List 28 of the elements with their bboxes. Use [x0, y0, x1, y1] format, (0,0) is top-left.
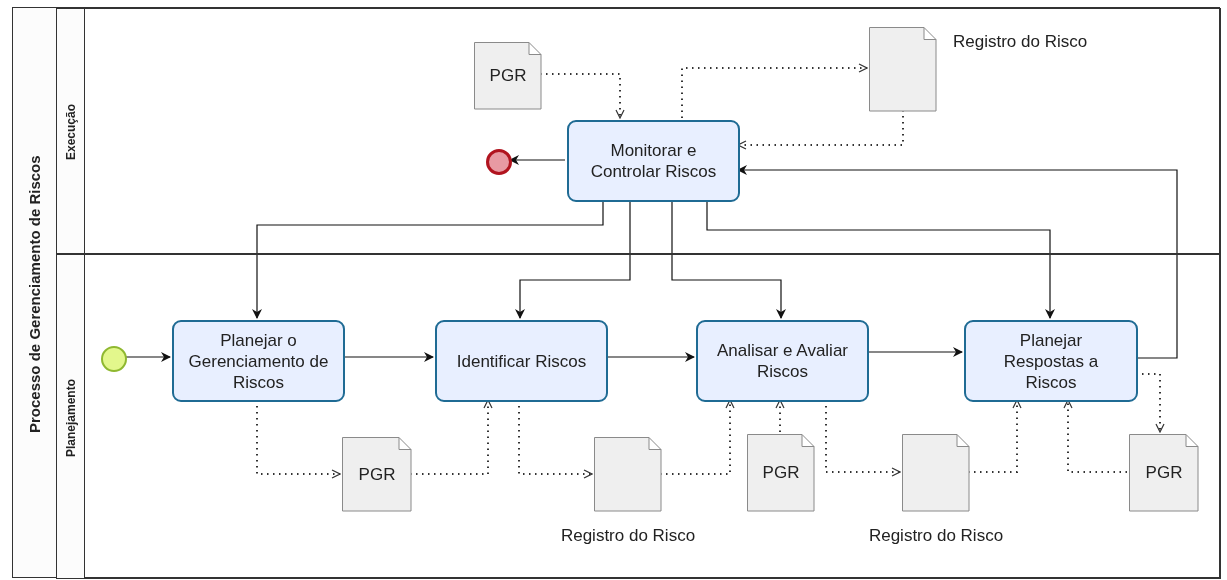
sequence-flow-arrow — [515, 199, 631, 319]
swimlane — [56, 8, 1221, 254]
document-label: Registro do Risco — [868, 526, 1004, 546]
lane-title: Execução — [63, 103, 78, 160]
pool — [12, 7, 1220, 578]
association-arrow — [775, 399, 785, 433]
task-box: Analisar e Avaliar Riscos — [696, 320, 869, 402]
association-arrow — [681, 63, 868, 119]
task-box: Planejar o Gerenciamento de Riscos — [172, 320, 345, 402]
sequence-flow-arrow — [671, 199, 786, 319]
sequence-flow-arrow — [509, 155, 566, 165]
end-event-circle — [486, 149, 512, 175]
task-box: Planejar Respostas a Riscos — [964, 320, 1138, 402]
start-event-circle — [101, 346, 127, 372]
sequence-flow-arrow — [706, 199, 1055, 319]
sequence-flow-arrow — [252, 199, 604, 319]
lane-title: Planejamento — [63, 378, 78, 457]
task-box: Identificar Riscos — [435, 320, 608, 402]
document-label: PGR — [762, 463, 800, 483]
document-label: Registro do Risco — [953, 32, 1088, 52]
document-label: PGR — [1145, 463, 1183, 483]
pool-title: Processo de Gerenciamento de Riscos — [26, 154, 43, 433]
document-label: PGR — [358, 464, 396, 485]
document-label: PGR — [489, 66, 527, 86]
document-label: Registro do Risco — [560, 526, 696, 546]
task-box: Monitorar e Controlar Riscos — [567, 120, 740, 202]
swimlane — [56, 254, 1221, 579]
association-arrow — [1063, 399, 1128, 473]
